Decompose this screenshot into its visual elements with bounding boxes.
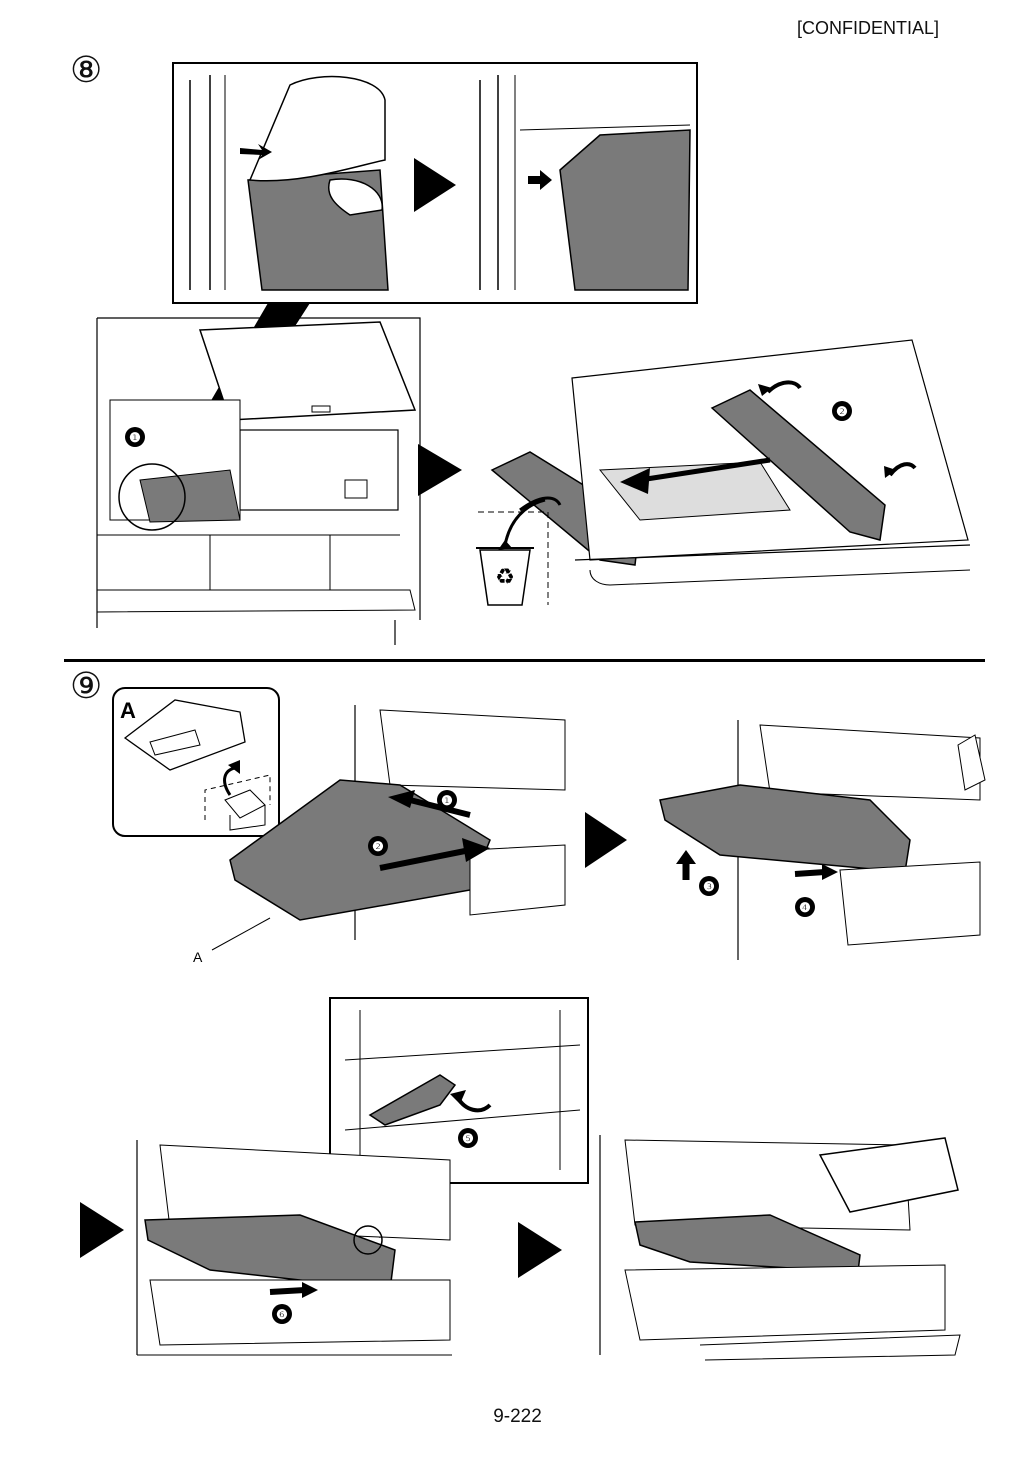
part-a-callout: A bbox=[193, 949, 203, 965]
step9-part-a-inset: A bbox=[112, 687, 280, 837]
badge-9-5: ❺ bbox=[462, 1131, 474, 1146]
sequence-arrow bbox=[80, 1202, 124, 1258]
step9-zoom-inset: ❺ bbox=[329, 997, 589, 1184]
step8-zoom-inset bbox=[172, 62, 698, 304]
section-divider bbox=[64, 659, 985, 662]
recycle-icon: ♻ bbox=[495, 564, 515, 589]
step9-printer-a: A ❶ ❷ bbox=[193, 705, 566, 965]
badge-9-1: ❶ bbox=[441, 793, 453, 808]
sequence-arrow bbox=[585, 812, 627, 868]
badge-9-2: ❷ bbox=[372, 839, 384, 854]
sequence-arrow bbox=[418, 444, 462, 496]
step9-printer-d bbox=[599, 1135, 961, 1361]
page-number: 9-222 bbox=[493, 1406, 542, 1427]
badge-9-3: ❸ bbox=[703, 879, 715, 894]
step9-printer-b: ❸ ❹ bbox=[659, 720, 986, 960]
step8-printer-left: ❶ bbox=[96, 317, 421, 645]
badge-9-6: ❻ bbox=[276, 1307, 288, 1322]
step-8-number: ⑧ bbox=[70, 49, 103, 90]
badge-9-4: ❹ bbox=[799, 900, 811, 915]
step8-printer-right: ❷ bbox=[571, 339, 971, 586]
step-9-number: ⑨ bbox=[70, 665, 103, 706]
step9-printer-c: ❻ bbox=[136, 1140, 452, 1356]
part-a-label: A bbox=[120, 698, 136, 723]
sequence-arrow bbox=[518, 1222, 562, 1278]
confidential-label: [CONFIDENTIAL] bbox=[797, 18, 940, 38]
badge-8-2: ❷ bbox=[836, 404, 848, 419]
badge-8-1: ❶ bbox=[129, 430, 141, 445]
